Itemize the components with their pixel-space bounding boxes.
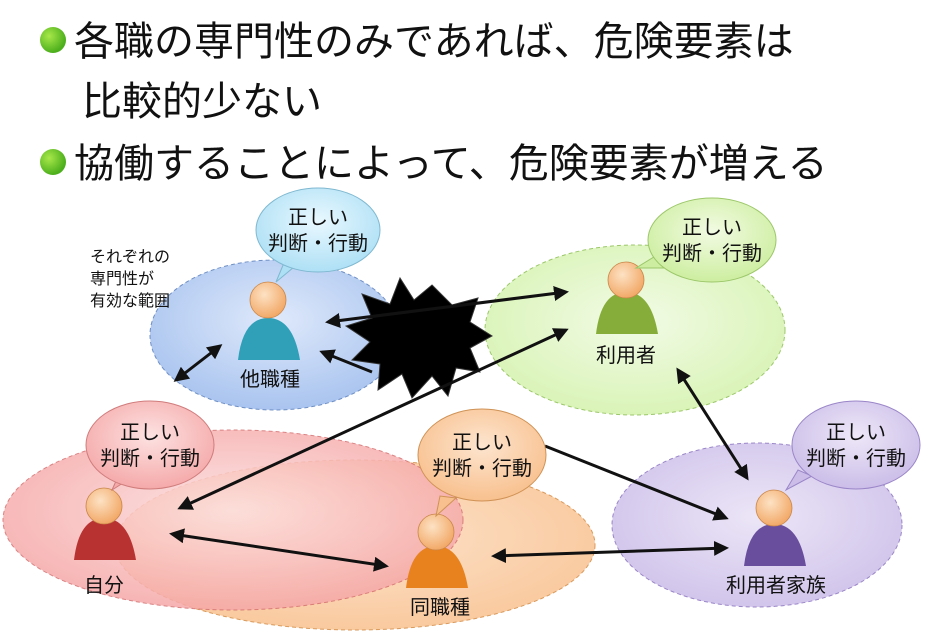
bullet-1-text: 各職の専門性のみであれば、危険要素は [74,19,794,65]
label-same-profession: 同職種 [410,595,470,619]
bubble-user-line1: 正しい [682,215,742,239]
person-user-family-icon [744,489,806,566]
bubble-same-line2: 判断・行動 [432,456,532,480]
arrow-same-family-upper [544,444,729,521]
bullet-dot-icon [40,27,66,53]
speech-bubble-family [784,400,921,492]
note-line1: それぞれの [90,247,170,266]
arrow-other-user [325,286,569,328]
arrow-self-user [177,328,569,510]
label-user: 利用者 [596,343,656,367]
arrow-same-family [491,540,729,564]
note-line2: 専門性が [90,269,154,288]
bullet-dot-icon [40,149,66,175]
bubble-self-line2: 判断・行動 [100,446,200,470]
bubble-same-line1: 正しい [452,430,512,454]
speech-bubble-other [255,187,381,283]
bubble-self-line1: 正しい [120,420,180,444]
bubble-family-line1: 正しい [826,420,886,444]
bubble-other-line2: 判断・行動 [268,231,368,255]
label-self: 自分 [84,573,124,597]
bullet-1-continuation: 比較的少ない [82,78,322,126]
person-self-icon [74,487,136,560]
person-user-icon [596,261,658,334]
bubble-other-line1: 正しい [288,205,348,229]
person-same-profession-icon [406,513,468,588]
arrow-self-same [169,528,389,572]
note-line3: 有効な範囲 [90,291,170,310]
bubble-family-line2: 判断・行動 [806,446,906,470]
bullet-1-text-2: 比較的少ない [82,79,322,125]
person-other-profession-icon [238,281,300,360]
bubble-user-line2: 判断・行動 [662,241,762,265]
speech-bubble-self [85,400,215,492]
bullet-1: 各職の専門性のみであれば、危険要素は [40,18,794,66]
bullet-2-text: 協働することによって、危険要素が増える [74,141,828,187]
speech-bubble-same [417,408,547,518]
label-other-profession: 他職種 [240,367,300,391]
arrow-user-family [676,367,749,481]
speech-bubble-user [634,197,777,283]
region-self [2,429,464,611]
bullet-2: 協働することによって、危険要素が増える [40,140,828,188]
label-user-family: 利用者家族 [726,573,826,597]
